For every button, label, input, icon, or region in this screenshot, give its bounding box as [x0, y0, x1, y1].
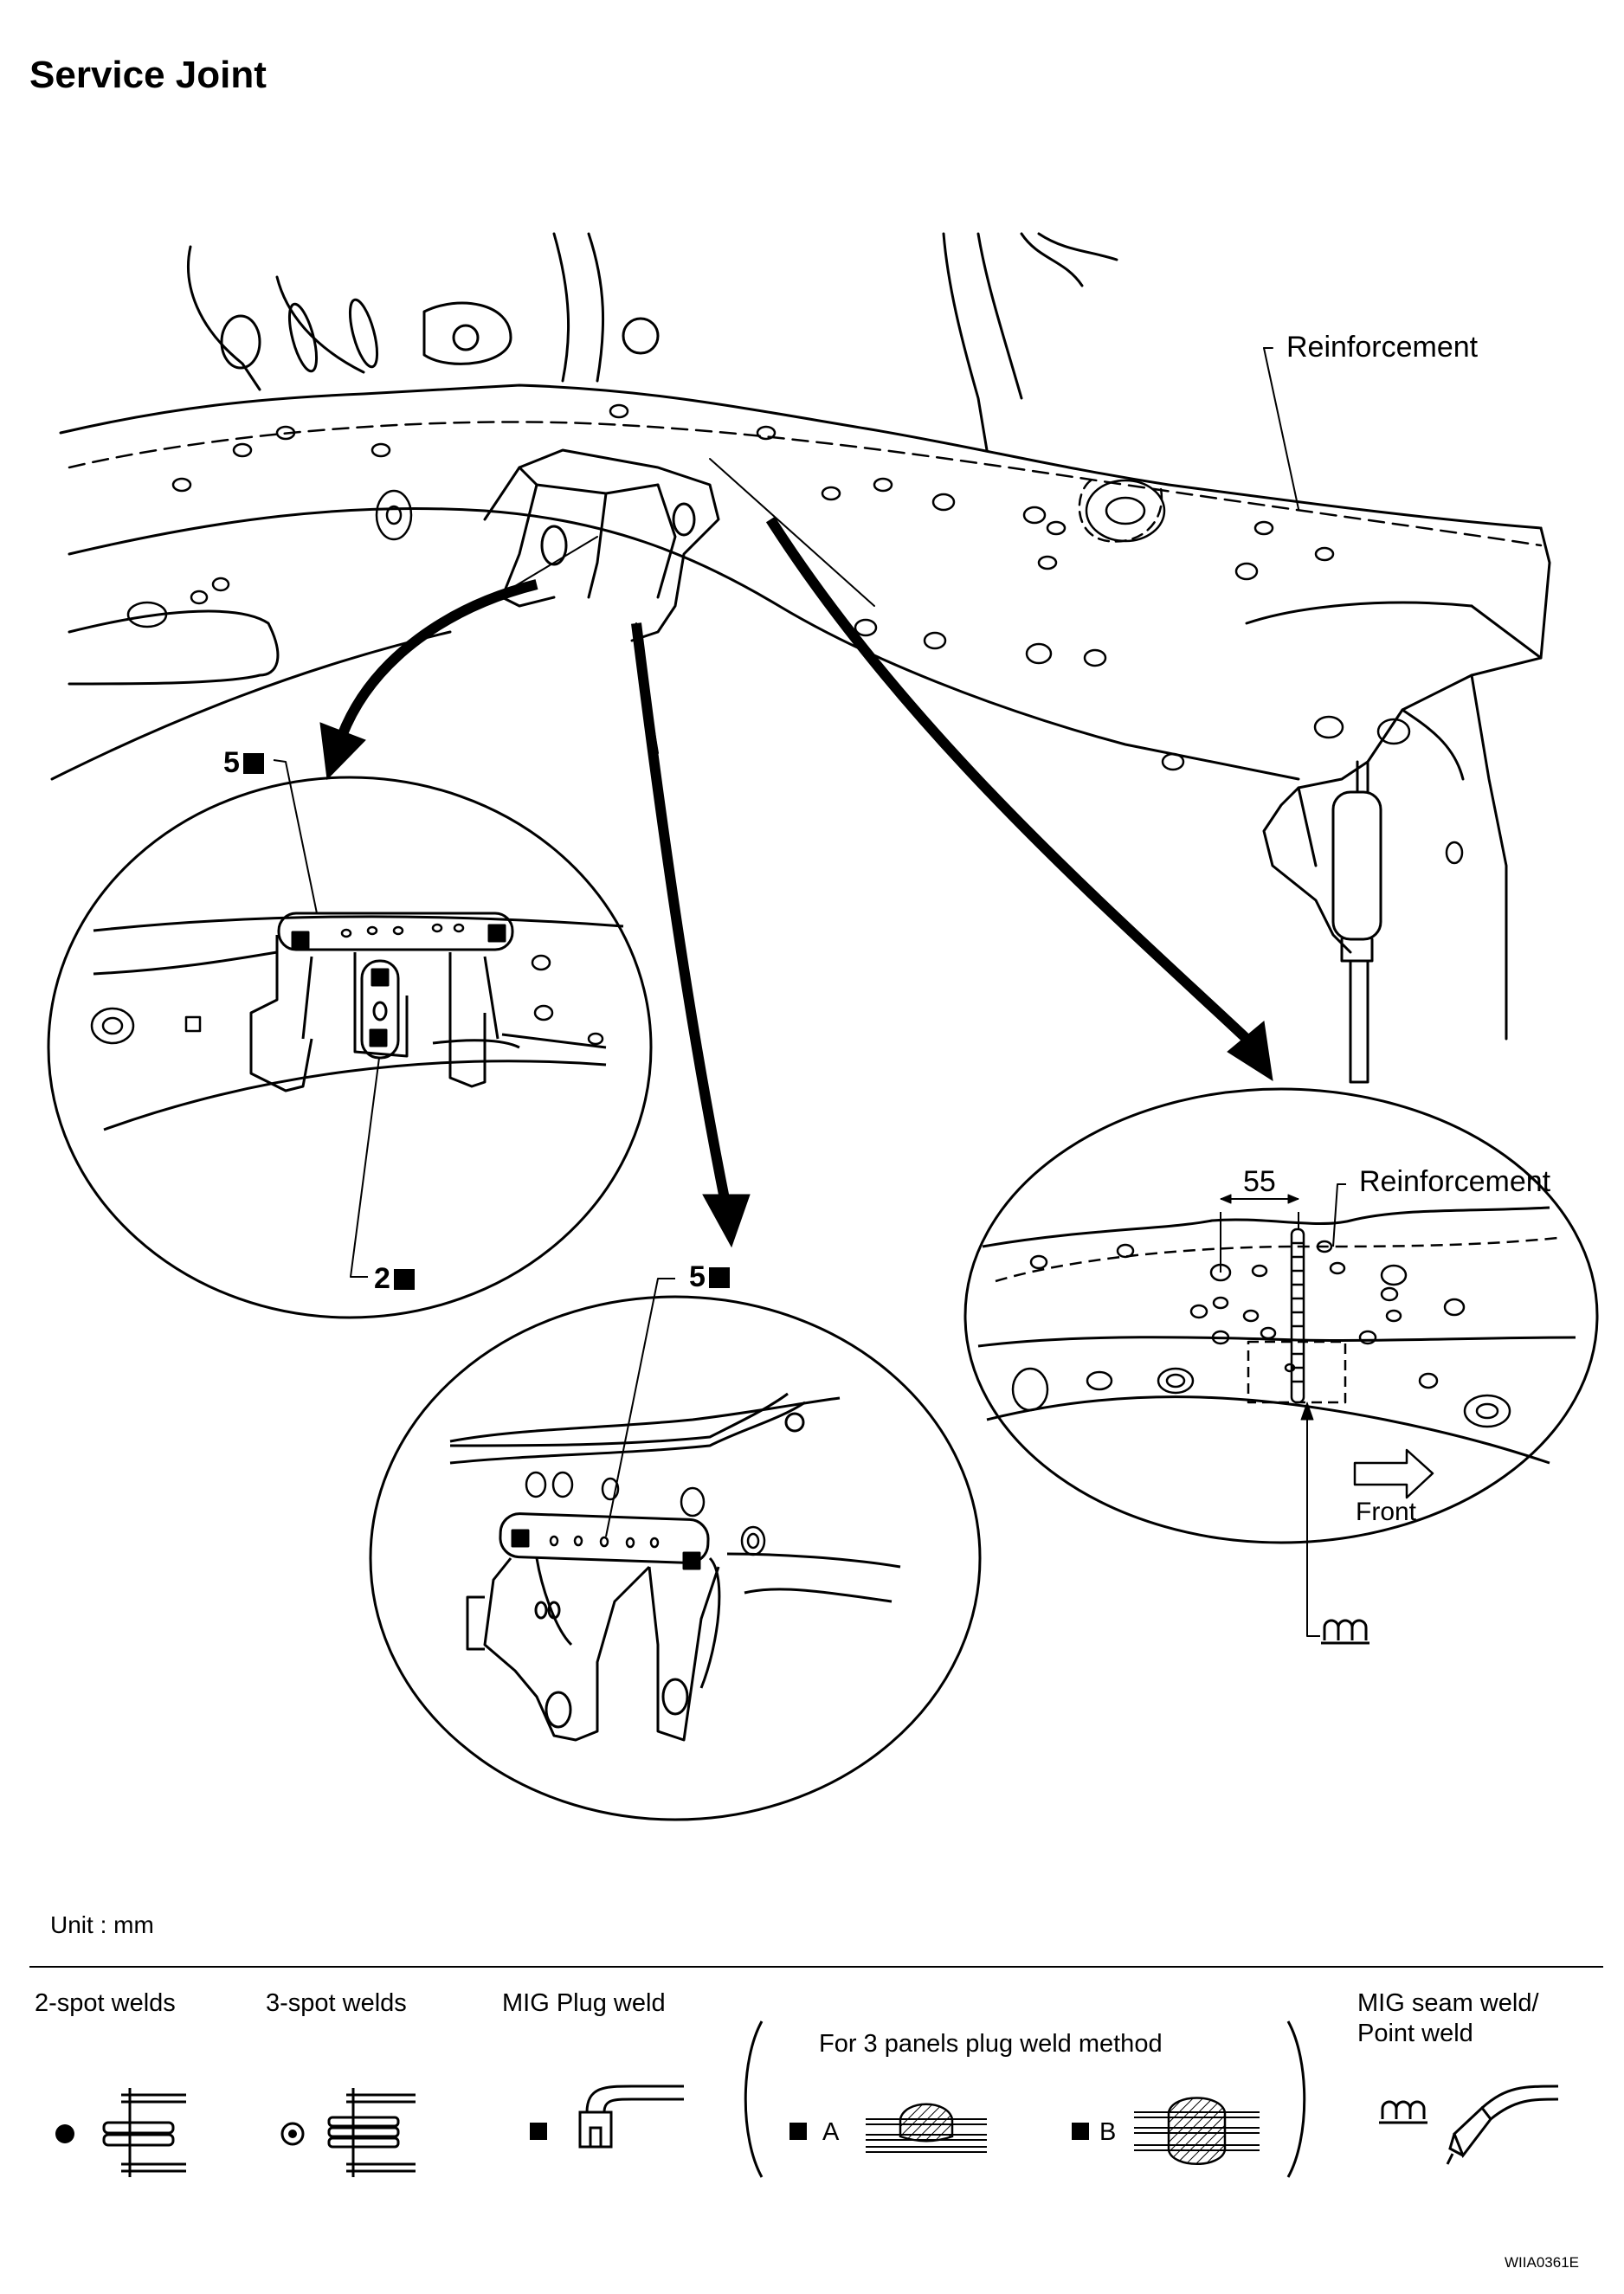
middle-detail-callout-5: 5	[689, 1260, 730, 1294]
legend-mig-plug-label: MIG Plug weld	[502, 1989, 666, 2017]
legend-point-weld-label: Point weld	[1357, 2020, 1473, 2047]
left-detail-callout-2: 2	[374, 1262, 415, 1296]
left-detail-view	[47, 759, 653, 1319]
legend-mig-seam-label: MIG seam weld/	[1357, 1989, 1539, 2017]
detail-arrows	[319, 516, 1273, 1248]
left-detail-callout-5: 5	[223, 746, 264, 780]
legend-icons	[55, 2020, 1559, 2178]
plug-weld-square-icon	[242, 753, 264, 774]
left-detail-callout-2-count: 2	[374, 1262, 390, 1295]
right-detail-view	[963, 1087, 1599, 1637]
legend-three-panels-label: For 3 panels plug weld method	[819, 2030, 1163, 2058]
seam-weld-symbol	[1321, 1619, 1369, 1645]
legend-three-spot-label: 3-spot welds	[266, 1989, 407, 2017]
right-reinforcement-label: Reinforcement	[1359, 1165, 1551, 1198]
plug-weld-square-icon	[708, 1267, 730, 1288]
left-detail-callout-5-count: 5	[223, 746, 240, 779]
legend-method-a-label: A	[822, 2118, 840, 2146]
middle-detail-view	[369, 1278, 982, 1821]
legend-two-spot-label: 2-spot welds	[35, 1989, 176, 2017]
main-frame-view	[50, 232, 1551, 1084]
middle-detail-callout-5-count: 5	[689, 1260, 706, 1293]
plug-weld-square-icon	[393, 1269, 415, 1290]
figure-code: WIIA0361E	[1505, 2254, 1579, 2271]
front-label: Front	[1356, 1498, 1417, 1526]
page-title: Service Joint	[29, 54, 267, 96]
legend-method-b-label: B	[1099, 2118, 1117, 2146]
unit-label: Unit : mm	[50, 1911, 154, 1938]
main-reinforcement-label: Reinforcement	[1286, 331, 1479, 364]
right-dimension-label: 55	[1243, 1165, 1276, 1198]
